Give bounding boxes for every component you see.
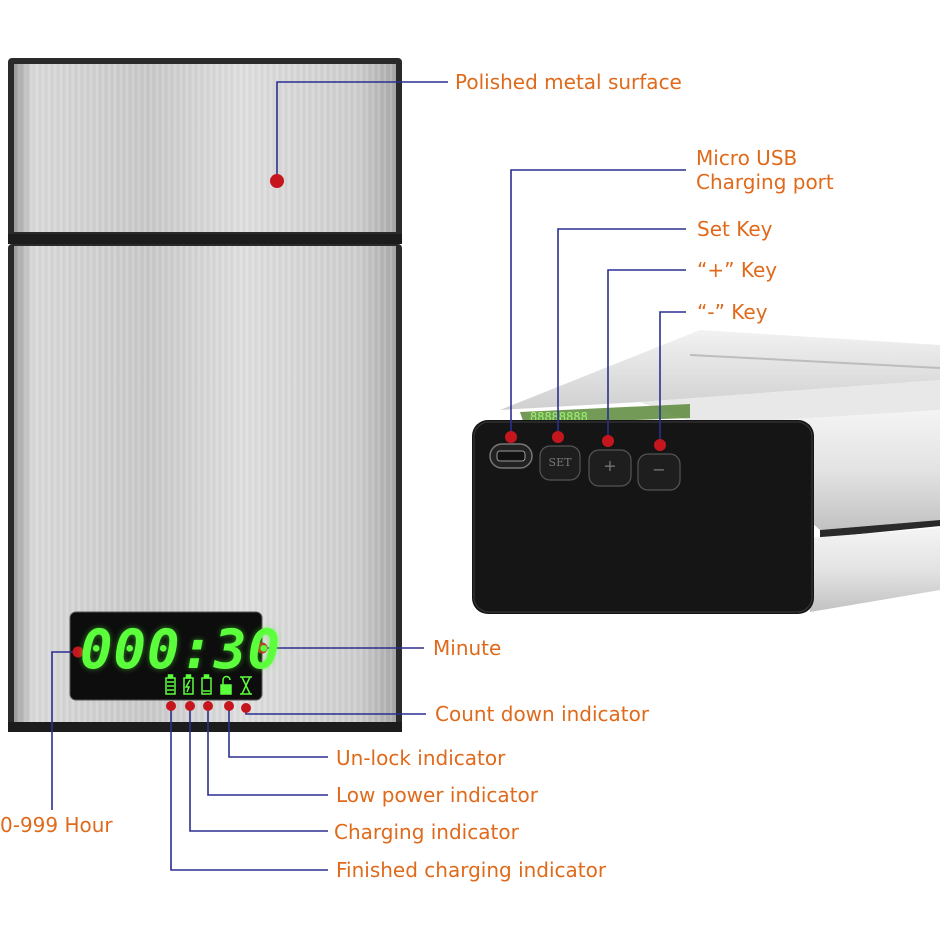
label-charging: Charging indicator: [334, 820, 519, 844]
leader-low-power: [207, 706, 328, 796]
leader-plus-key: [607, 269, 686, 440]
leader-unlock: [228, 706, 328, 758]
label-polished-metal: Polished metal surface: [455, 70, 682, 94]
leader-lines: [51, 81, 686, 871]
label-finished-charging: Finished charging indicator: [336, 858, 607, 882]
battery-full-icon: [165, 674, 176, 695]
minus-button[interactable]: −: [652, 460, 666, 479]
label-unlock: Un-lock indicator: [336, 746, 506, 770]
label-minute: Minute: [433, 636, 502, 660]
leader-set-key: [557, 228, 686, 436]
label-minus-key: “-” Key: [697, 300, 768, 324]
label-micro-usb: Micro USB Charging port: [696, 146, 834, 194]
unlock-icon: [220, 675, 232, 695]
leader-charging: [189, 706, 328, 832]
label-low-power: Low power indicator: [336, 783, 538, 807]
set-button[interactable]: SET: [548, 456, 572, 469]
leader-finished-charging: [170, 706, 328, 871]
hourglass-icon: [240, 676, 252, 695]
leader-minus-key: [659, 311, 686, 444]
micro-usb-port: [490, 444, 532, 468]
label-set-key: Set Key: [697, 217, 773, 241]
device-front: [8, 58, 402, 732]
label-countdown: Count down indicator: [435, 702, 650, 726]
leader-micro-usb: [510, 169, 686, 436]
markers: [72, 174, 666, 713]
leader-hour: [51, 651, 78, 810]
lcd-digits: 000:30: [80, 618, 282, 681]
leader-polished-metal: [276, 81, 448, 180]
label-hour: 0-999 Hour: [0, 813, 113, 837]
plus-button[interactable]: +: [603, 456, 617, 475]
label-micro-usb-line2: Charging port: [696, 170, 834, 194]
label-plus-key: “+” Key: [697, 258, 778, 282]
label-micro-usb-line1: Micro USB: [696, 146, 798, 170]
battery-low-icon: [201, 674, 212, 695]
lcd-icons: [165, 674, 252, 695]
device-end: 88888888: [472, 330, 940, 614]
battery-charging-icon: [183, 674, 194, 695]
